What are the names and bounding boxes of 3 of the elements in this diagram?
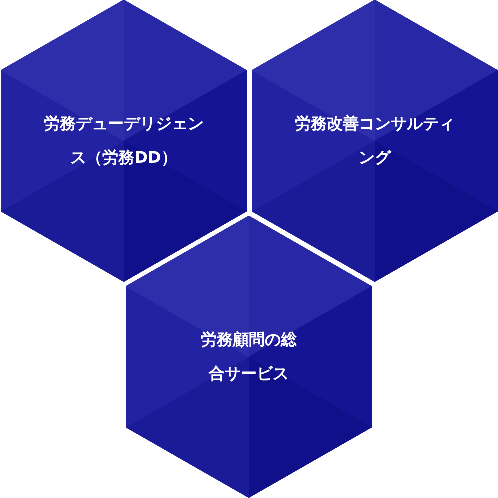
hexagon-label: 労務改善コンサルティング <box>294 113 456 169</box>
hexagon-label: 労務顧問の総合サービス <box>200 329 298 385</box>
hexagon-label: 労務デューデリジェンス（労務DD） <box>43 113 205 169</box>
